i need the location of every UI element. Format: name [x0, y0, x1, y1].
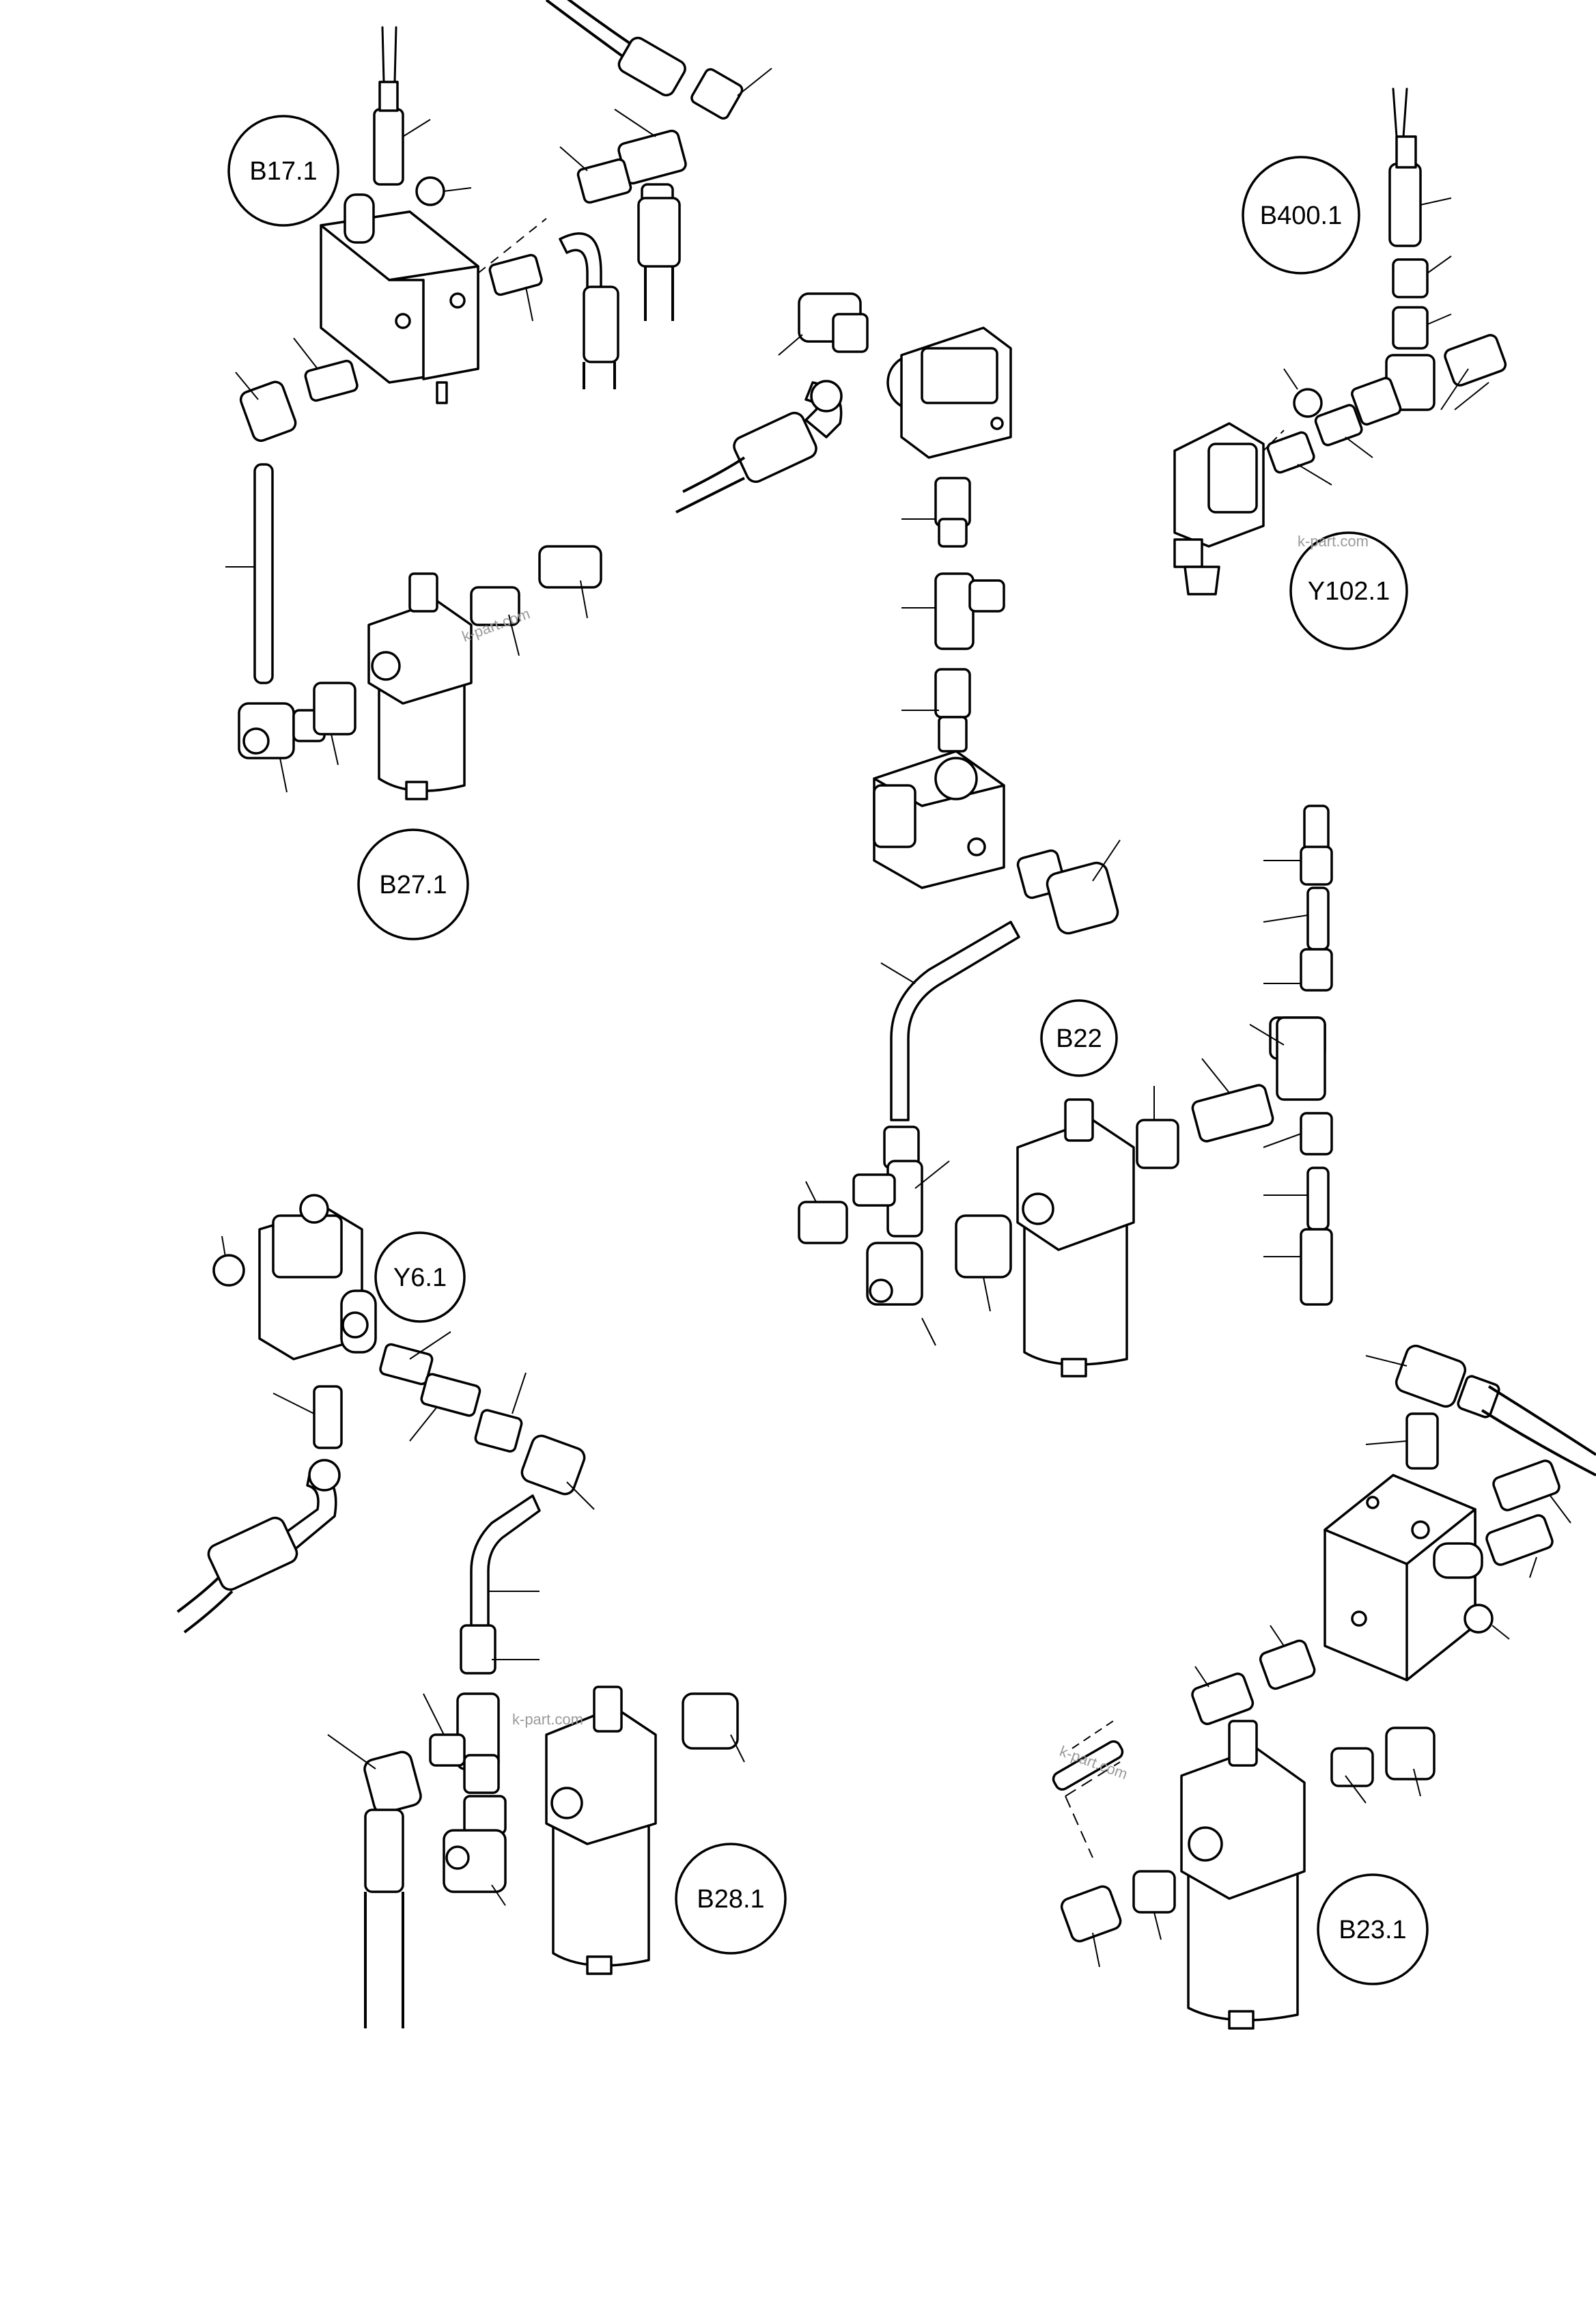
tee-fitting	[934, 572, 975, 650]
pressure-sensor	[373, 108, 404, 186]
group-y6-b28	[176, 1194, 745, 2028]
hose-end	[617, 36, 686, 97]
group-b400-y102	[1173, 87, 1507, 596]
callout-label: Y102.1	[1308, 577, 1390, 606]
hydraulic-filter	[1016, 1098, 1135, 1378]
callout-y6: Y6.1	[374, 1231, 466, 1323]
callout-b27: B27.1	[357, 828, 469, 940]
callout-b28: B28.1	[675, 1843, 787, 1955]
group-b23	[1052, 1344, 1596, 2030]
tube	[253, 463, 274, 684]
callout-b17: B17.1	[227, 115, 339, 227]
valve-block	[320, 193, 479, 404]
watermark: k-part.com	[512, 1711, 583, 1728]
valve-block	[873, 750, 1005, 889]
hydraulic-filter	[367, 572, 473, 800]
callout-label: Y6.1	[393, 1263, 447, 1292]
plug-fitting	[415, 176, 445, 206]
callout-label: B23.1	[1339, 1916, 1406, 1944]
callout-label: B22	[1056, 1024, 1102, 1053]
watermark: k-part.com	[1298, 533, 1369, 550]
solenoid-valve	[1173, 422, 1265, 596]
hydraulic-filter	[545, 1686, 657, 1975]
solenoid-valve	[886, 326, 1012, 459]
callout-b400: B400.1	[1242, 156, 1360, 275]
callout-label: B27.1	[379, 871, 447, 899]
pressure-sensor	[1388, 163, 1422, 247]
valve-block	[1324, 1474, 1483, 1681]
solenoid-valve	[258, 1194, 377, 1360]
group-b17-b27	[225, 0, 772, 800]
hydraulic-filter	[1180, 1720, 1306, 2030]
callout-label: B400.1	[1260, 201, 1342, 230]
callout-label: B28.1	[697, 1885, 764, 1914]
callout-y102: Y102.1	[1289, 531, 1408, 650]
callout-b22: B22	[1040, 999, 1118, 1077]
elbow-fitting	[239, 380, 297, 443]
tee-fitting	[1276, 1016, 1326, 1101]
callout-b23: B23.1	[1317, 1873, 1429, 1985]
group-b22	[675, 292, 1333, 1378]
adapter	[488, 253, 543, 296]
callout-label: B17.1	[249, 157, 317, 186]
